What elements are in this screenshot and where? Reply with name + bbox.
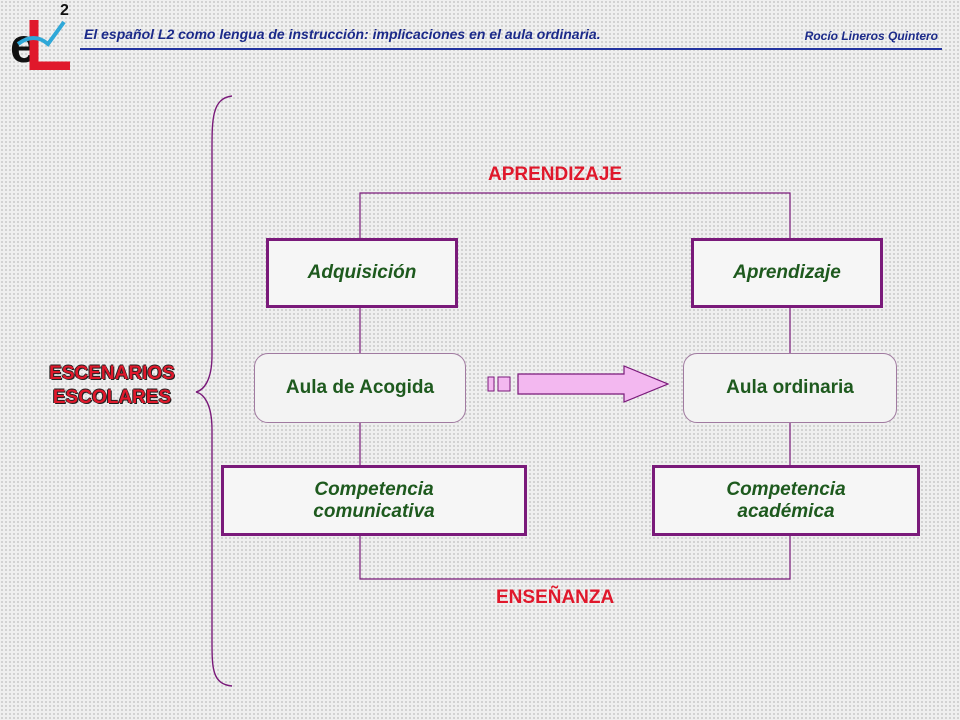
header-title: El español L2 como lengua de instrucción… (84, 26, 601, 42)
box-aprendizaje-label: Aprendizaje (733, 262, 841, 283)
escenarios-line1: ESCENARIOS (49, 363, 175, 384)
connector-frame-bottom (359, 535, 791, 580)
box-comp-comunicativa-line2: comunicativa (313, 500, 435, 522)
box-comp-academica-line2: académica (737, 500, 835, 522)
curly-brace (195, 95, 233, 687)
el2-logo: e (10, 20, 70, 70)
connector-frame (359, 192, 791, 240)
box-competencia-academica: Competencia académica (652, 465, 920, 536)
box-aula-acogida: Aula de Acogida (254, 353, 466, 423)
box-comp-comunicativa-line1: Competencia (314, 478, 434, 500)
box-aula-ordinaria: Aula ordinaria (683, 353, 897, 423)
box-aula-acogida-label: Aula de Acogida (285, 377, 435, 398)
label-escenarios-escolares: ESCENARIOS ESCOLARES (24, 362, 200, 410)
box-comp-academica-line1: Competencia (726, 478, 846, 500)
box-aprendizaje: Aprendizaje (691, 238, 883, 308)
box-aula-ordinaria-label: Aula ordinaria (726, 377, 854, 398)
label-aprendizaje: APRENDIZAJE (488, 164, 623, 185)
label-ensenanza: ENSEÑANZA (496, 587, 615, 608)
arrow-right (487, 365, 670, 403)
escenarios-line2: ESCOLARES (52, 387, 172, 408)
header-author: Rocío Lineros Quintero (804, 29, 938, 43)
box-adquisicion-label: Adquisición (307, 262, 417, 283)
box-competencia-comunicativa: Competencia comunicativa (221, 465, 527, 536)
logo-superscript: 2 (60, 2, 69, 19)
header-divider (80, 48, 942, 50)
box-adquisicion: Adquisición (266, 238, 458, 308)
